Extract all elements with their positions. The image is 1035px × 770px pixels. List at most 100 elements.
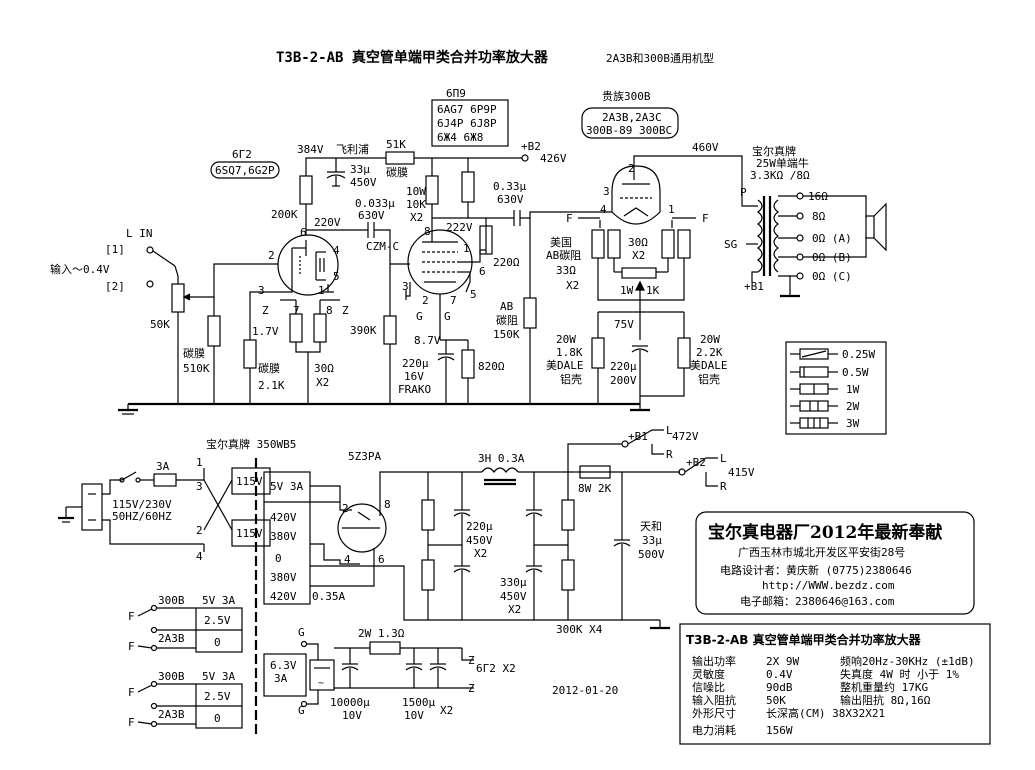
bridge-ac-symbol: ~ [318, 678, 324, 689]
spec-row-4-value: 长深高(CM) 38X32X21 [766, 706, 885, 720]
v2-grid-resistor-value: 390K [350, 324, 377, 337]
v2-b2-label: +B2 [521, 140, 541, 153]
heater-a-300b: 300B [158, 594, 185, 607]
filter-cap-2-qty: X2 [508, 603, 521, 616]
v2-cathode-resistor [461, 349, 475, 379]
sec-420v: 420V [270, 511, 297, 524]
heater-a-25v: 2.5V [204, 614, 231, 627]
v3-grid-res-type: 碳阻 [496, 313, 518, 327]
v2-pin-1: 1 [463, 242, 470, 255]
spec-row-5-value: 156W [766, 724, 793, 737]
heater-z-bottom: Z [468, 682, 475, 695]
v1-pin-6: 6 [300, 226, 307, 239]
secondary-windings [263, 471, 311, 605]
heater-cap-1-voltage: 10V [342, 709, 362, 722]
v2-pin-3: 3 [402, 280, 409, 293]
filter-cap-2-value: 330μ [500, 576, 527, 589]
b2-dropper-power: 8W [578, 482, 592, 495]
mains-frequency: 50HZ/60HZ [112, 510, 172, 523]
v2-grid-stopper-value: 220Ω [493, 256, 520, 269]
v1-heater-z-right: Z [342, 304, 349, 317]
b2-dropper-resistor [579, 465, 611, 479]
v3-left-res-value: 1.8K [556, 346, 583, 359]
v3-grid-stopper-value: 33Ω [556, 264, 576, 277]
promo-designer: 电路设计者：黄庆新 (0775)2380646 [720, 563, 912, 577]
coupling-cap-2: 0.33μ 630V AB 碳阻 150K [493, 180, 588, 404]
coupling-cap-1-voltage: 630V [358, 209, 385, 222]
v3-grid-stopper-a [591, 229, 605, 259]
v3-pin-4: 4 [600, 203, 607, 216]
promo-email: 电子邮箱：2380646@163.com [740, 594, 895, 608]
diagram-title: T3B-2-AB 真空管单端甲类合并功率放大器 [276, 49, 549, 66]
heater-g-top: G [298, 626, 305, 639]
v2-stage: 6Π9 6AG7 6P9P 6J4P 6J8P 6Ж4 6Ж8 51K 碳膜 +… [385, 87, 567, 404]
v2-cathode-voltage: 8.7V [414, 334, 441, 347]
legend-box [785, 341, 887, 435]
spec-headline: T3B-2-AB 真空管单端甲类合并功率放大器 [686, 632, 922, 647]
v2-pin-6: 6 [479, 265, 486, 278]
v2-b2-voltage: 426V [540, 152, 567, 165]
bleeder-value: 300K X4 [556, 623, 603, 636]
v3-hum-resistor-b [677, 229, 691, 259]
v2-heater-g-left: G [416, 310, 423, 323]
promo-box: 宝尔真电器厂2012年最新奉献 广西玉林市城北开发区平安街28号 电路设计者：黄… [695, 511, 975, 615]
rect-pin-2: 2 [342, 502, 349, 515]
b2-label: +B2 [686, 456, 706, 469]
bridge-rectifier [309, 659, 335, 691]
heater-g-bottom: G [298, 704, 305, 717]
v3-cathode-cap-value: 220μ [610, 360, 637, 373]
rectifier-name: 5Z3PA [348, 450, 381, 463]
promo-frame [695, 511, 975, 615]
promo-address: 广西玉林市城北开发区平安街28号 [738, 545, 905, 559]
v3-hum-resistor-value: 30Ω [628, 236, 648, 249]
v3-hum-resistor-a [661, 229, 675, 259]
v1-cathode-resistor [243, 339, 257, 369]
v1-alt-box [210, 161, 280, 179]
v3-right-res-power: 20W [700, 333, 720, 346]
v3-tube-envelope [611, 165, 661, 225]
v2-plate-res-qty: X2 [410, 211, 423, 224]
v1-hum-resistor-value: 30Ω [314, 362, 334, 375]
b2-right-label: R [720, 480, 727, 493]
legend-3w: 3W [846, 417, 860, 430]
v2-alt-2: 6J4P 6J8P [437, 117, 497, 130]
v3-grid-res-brand: AB [500, 300, 514, 313]
ot-tap-8: 8Ω [812, 210, 826, 223]
winding-pin-1: 1 [196, 456, 203, 469]
coupling-cap-1-type: CZM-C [366, 240, 399, 253]
promo-website: http://WWW.bezdz.com [762, 579, 895, 592]
v1-decoupling-cap: 33μ [350, 163, 370, 176]
grid-resistor-value: 510K [183, 362, 210, 375]
v2-alt-1: 6AG7 6P9P [437, 103, 497, 116]
jack-1-label: [1] [105, 243, 125, 256]
v1-pin-2: 2 [268, 249, 275, 262]
primary-winding-a [231, 467, 271, 495]
mains-fuse [153, 473, 177, 487]
spec-row-3-label: 输入阻抗 [692, 693, 736, 707]
b2-left-label: L [720, 452, 727, 465]
mains-socket [81, 483, 103, 531]
resistor-legend: 0.25W 0.5W 1W 2W 3W [785, 341, 887, 435]
mains-fuse-rating: 3A [156, 460, 170, 473]
v3-hum-pot-value: 1K [646, 284, 660, 297]
rect-pin-4: 4 [344, 553, 351, 566]
legend-05w: 0.5W [842, 366, 869, 379]
v3-pin-3: 3 [603, 185, 610, 198]
v1-pin-8: 8 [326, 304, 333, 317]
heater-b-f1: F [128, 686, 135, 699]
bleeder-resistor-4 [561, 559, 575, 591]
spec-row-0-label: 输出功率 [692, 654, 736, 668]
v2-cathode-cap-brand: FRAKO [398, 383, 431, 396]
v3-filament-f-left: F [566, 212, 573, 225]
v3-alt-1: 2A3B,2A3C [602, 111, 662, 124]
spec-row-3-value: 50K [766, 694, 786, 707]
b1-voltage: 472V [672, 430, 699, 443]
v3-pin-1: 1 [668, 203, 675, 216]
spec-row-4-label: 外形尺寸 [692, 706, 736, 720]
winding-pin-4: 4 [196, 550, 203, 563]
ot-primary-p: P [740, 186, 747, 199]
power-transformer-name: 宝尔真牌 350WB5 [206, 437, 296, 451]
v3-plate-voltage: 460V [692, 141, 719, 154]
spec-row-0-value: 2X 9W [766, 655, 799, 668]
jack-2-label: [2] [105, 280, 125, 293]
